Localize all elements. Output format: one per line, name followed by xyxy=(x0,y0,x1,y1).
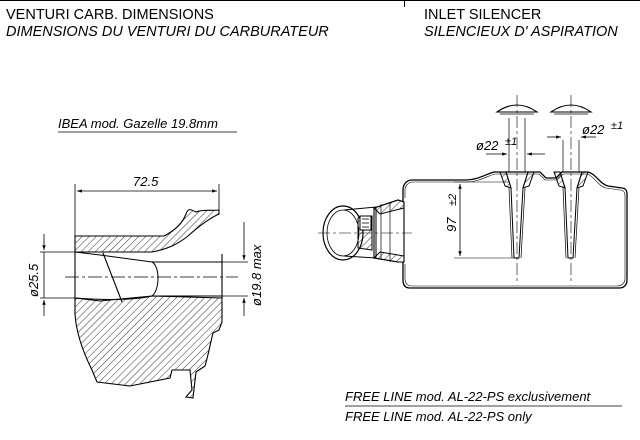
inlet-diameter-label: ø25.5 xyxy=(26,263,41,297)
venturi-title: VENTURI CARB. DIMENSIONS xyxy=(6,7,214,23)
silencer-body xyxy=(402,171,628,289)
venturi-top-wall xyxy=(74,209,220,253)
silencer-subtitle: SILENCIEUX D' ASPIRATION xyxy=(424,24,618,40)
venturi-body-section xyxy=(74,295,223,399)
silencer-header: INLET SILENCER SILENCIEUX D' ASPIRATION xyxy=(404,0,640,48)
right-tube-tolerance: ±1 xyxy=(611,120,623,132)
left-tube-diameter-label: ø22 xyxy=(476,138,499,153)
silencer-title: INLET SILENCER xyxy=(424,7,542,23)
venturi-model-label: IBEA mod. Gazelle 19.8mm xyxy=(58,116,218,131)
left-tube-tolerance: ±1 xyxy=(505,136,517,148)
header-top-border xyxy=(0,0,640,1)
height-tolerance: ±2 xyxy=(447,194,459,206)
silencer-drawing: ø22 ±1 ø22 ±1 97 ±2 xyxy=(318,95,628,289)
footer-note-fr: FREE LINE mod. AL-22-PS exclusivement xyxy=(345,389,592,404)
footer-note-en: FREE LINE mod. AL-22-PS only xyxy=(345,409,533,424)
height-dimension-label: 97 xyxy=(444,217,459,232)
venturi-subtitle: DIMENSIONS DU VENTURI DU CARBURATEUR xyxy=(6,24,329,40)
header-divider xyxy=(404,0,405,7)
length-dimension-label: 72.5 xyxy=(133,174,159,189)
throttle-plate xyxy=(102,252,123,303)
right-tube-diameter-label: ø22 xyxy=(582,122,605,137)
throat-diameter-label: ø19.8 max xyxy=(249,244,264,306)
venturi-drawing: IBEA mod. Gazelle 19.8mm 72.5 ø25.5 xyxy=(26,116,264,399)
venturi-header: VENTURI CARB. DIMENSIONS DIMENSIONS DU V… xyxy=(0,0,404,48)
